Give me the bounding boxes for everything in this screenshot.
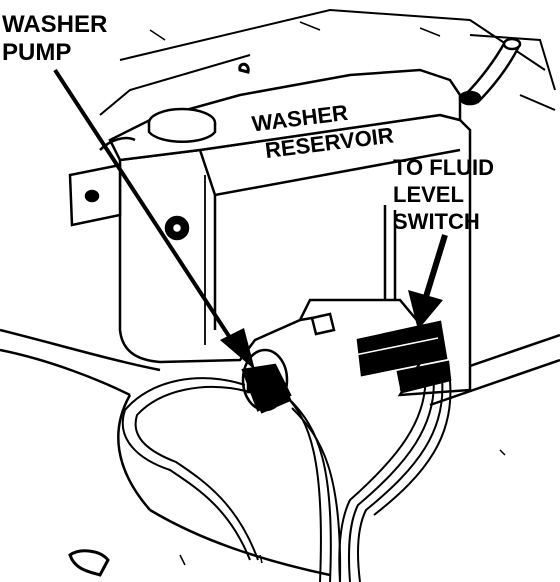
- fluid-switch-label-line3: SWITCH: [393, 209, 480, 234]
- washer-pump-label-line2: PUMP: [2, 39, 71, 66]
- vent-hose: [458, 37, 522, 106]
- washer-pump-label-line1: WASHER: [2, 11, 107, 38]
- fluid-switch-arrow: [408, 234, 448, 330]
- drain-fitting: [299, 312, 336, 336]
- wiring-harness: [121, 369, 452, 582]
- fluid-level-switch-connector: [354, 320, 452, 394]
- fender: [0, 328, 560, 577]
- mounting-bracket: [68, 136, 190, 241]
- fluid-switch-label-line1: TO FLUID: [393, 155, 494, 180]
- filler-cap: [147, 107, 217, 143]
- fluid-switch-label-line2: LEVEL: [393, 182, 464, 207]
- washer-pump-arrow: [53, 68, 255, 370]
